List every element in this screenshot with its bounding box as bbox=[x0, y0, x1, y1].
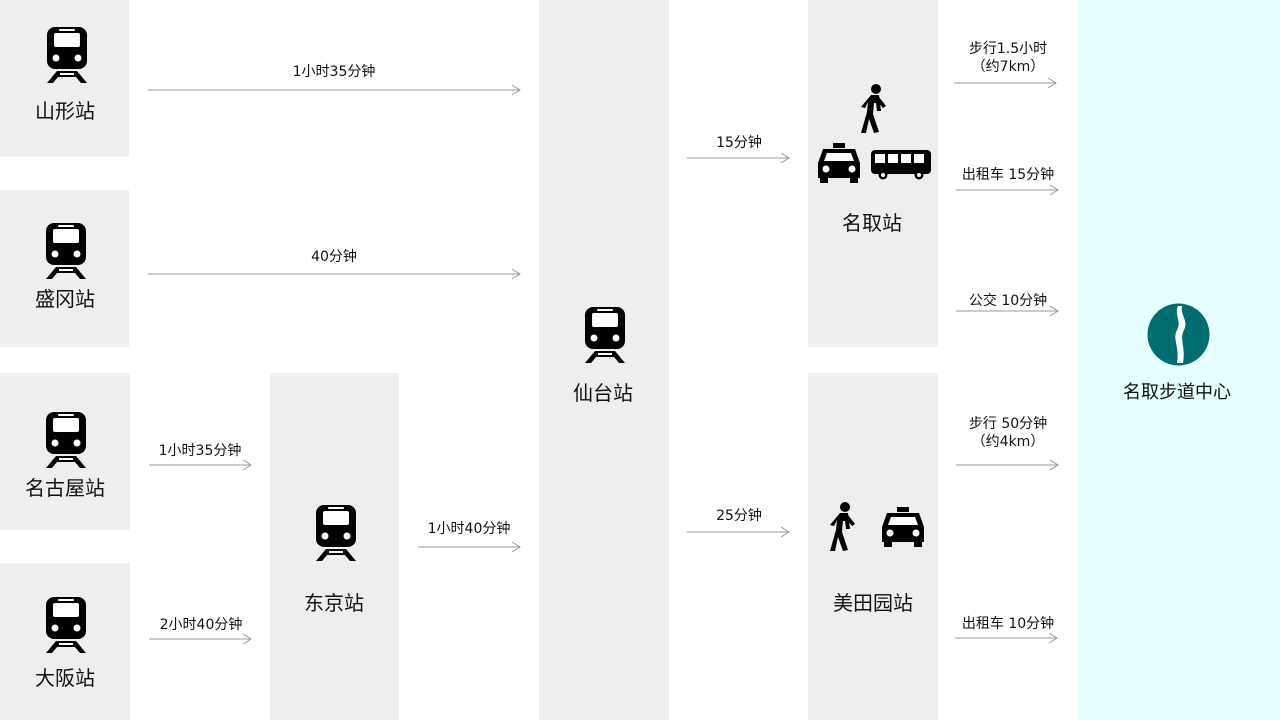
route-label-mitazono-taxi: 出租车 10分钟 bbox=[961, 616, 1055, 632]
arrow-natori-taxi bbox=[956, 184, 1059, 196]
route-label-sendai-natori: 15分钟 bbox=[716, 135, 762, 151]
route-label-natori-taxi: 出租车 15分钟 bbox=[961, 167, 1055, 183]
arrow-natori-walk bbox=[954, 77, 1057, 89]
route-label-nagoya-tokyo: 1小时35分钟 bbox=[158, 443, 242, 459]
station-name-nagoya: 名古屋站 bbox=[25, 476, 105, 500]
yamagata-panel bbox=[0, 0, 129, 157]
route-label-natori-walk-time: 步行1.5小时 bbox=[968, 41, 1048, 57]
arrow-yamagata-sendai bbox=[148, 84, 521, 96]
station-name-morioka: 盛冈站 bbox=[35, 287, 95, 311]
arrow-sendai-natori bbox=[687, 152, 790, 164]
natori-trail-logo-icon bbox=[1147, 303, 1210, 366]
station-name-natori: 名取站 bbox=[842, 211, 902, 235]
route-label-tokyo-sendai: 1小时40分钟 bbox=[427, 521, 511, 537]
arrow-natori-bus bbox=[956, 305, 1059, 317]
sendai-panel bbox=[539, 0, 669, 720]
route-label-sendai-mitazono: 25分钟 bbox=[716, 508, 762, 524]
arrow-morioka-sendai bbox=[148, 268, 521, 280]
arrow-mitazono-taxi bbox=[955, 632, 1058, 644]
station-name-tokyo: 东京站 bbox=[304, 591, 364, 615]
station-name-yamagata: 山形站 bbox=[35, 99, 95, 123]
route-label-natori-bus: 公交 10分钟 bbox=[968, 293, 1048, 309]
route-label-mitazono-walk-distance: （约4km） bbox=[971, 434, 1045, 450]
route-label-yamagata-sendai: 1小时35分钟 bbox=[292, 64, 376, 80]
station-name-osaka: 大阪站 bbox=[35, 666, 95, 690]
route-label-natori-walk-distance: （约7km） bbox=[971, 59, 1045, 75]
route-label-osaka-tokyo: 2小时40分钟 bbox=[159, 617, 243, 633]
station-name-mitazono: 美田园站 bbox=[833, 591, 913, 615]
arrow-tokyo-sendai bbox=[418, 541, 521, 553]
arrow-nagoya-tokyo bbox=[149, 459, 252, 471]
route-label-natori-walk: 步行1.5小时 （约7km） bbox=[969, 40, 1047, 76]
route-label-mitazono-walk-time: 步行 50分钟 bbox=[968, 416, 1048, 432]
route-label-mitazono-walk: 步行 50分钟 （约4km） bbox=[969, 415, 1047, 451]
arrow-osaka-tokyo bbox=[149, 633, 252, 645]
station-name-sendai: 仙台站 bbox=[573, 381, 633, 405]
route-label-morioka-sendai: 40分钟 bbox=[311, 249, 357, 265]
arrow-mitazono-walk bbox=[956, 459, 1059, 471]
arrow-sendai-mitazono bbox=[687, 526, 790, 538]
destination-name: 名取步道中心 bbox=[1123, 382, 1231, 403]
